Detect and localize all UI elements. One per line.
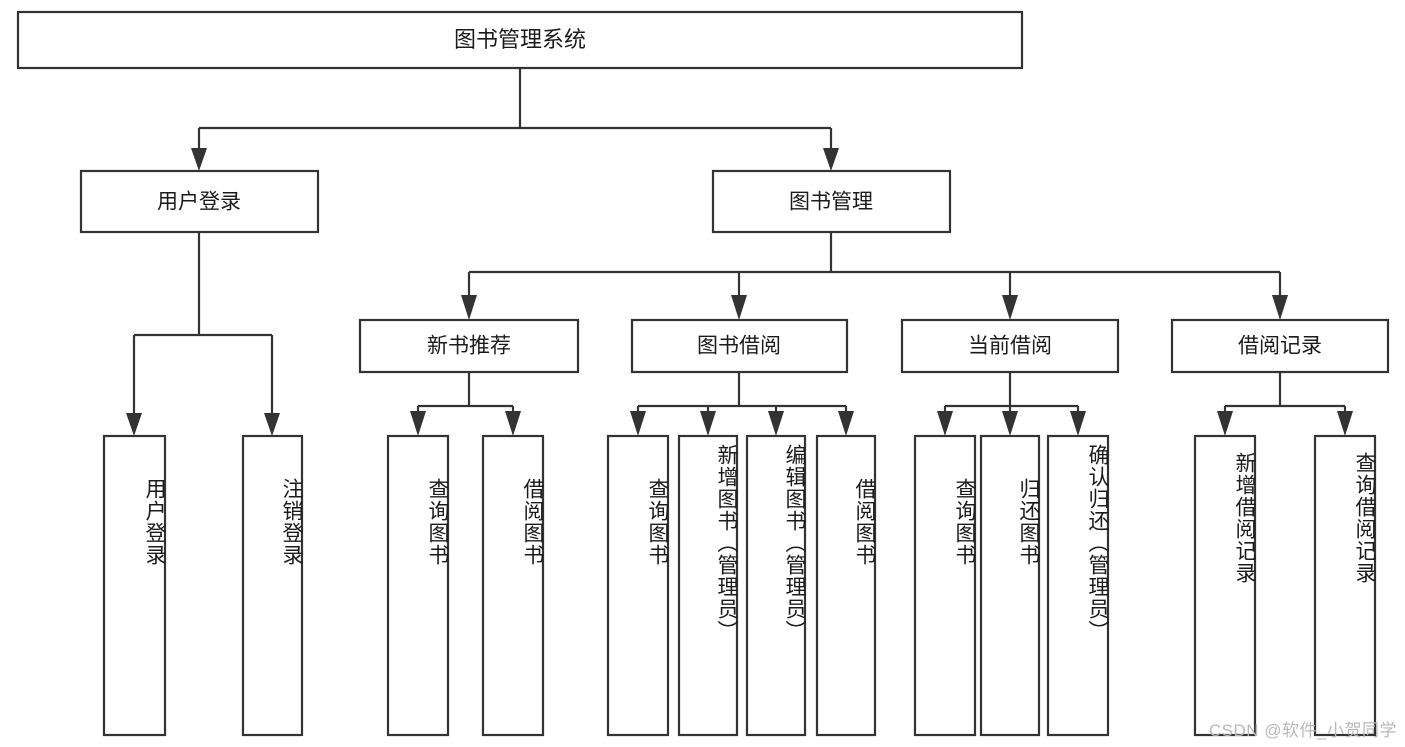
arrow-head-current-borrow — [1002, 295, 1018, 320]
node-book-manage-label: 图书管理 — [789, 191, 873, 214]
arrow-head-leaf-logout — [264, 413, 280, 436]
arrow-head-user-login — [191, 148, 207, 171]
connector-current-borrow-to-leaves — [937, 372, 1086, 436]
node-book-borrow-box[interactable] — [630, 318, 849, 374]
connector-user-login-to-leaves — [126, 232, 280, 436]
node-new-book-recommend-box[interactable] — [358, 318, 580, 374]
node-book-manage-box[interactable] — [711, 169, 952, 234]
arrow-head-nbr-leaf-1 — [410, 411, 426, 436]
leaf-box-book-borrow-1[interactable] — [677, 434, 739, 737]
leaf-box-borrow-record-1[interactable] — [1313, 434, 1377, 737]
arrow-head-cb-leaf-3 — [1070, 411, 1086, 436]
watermark-text: CSDN @软件_小贺同学 — [1208, 721, 1397, 740]
leaf-box-borrow-record-0[interactable] — [1193, 434, 1257, 737]
node-book-borrow[interactable]: 图书借阅 — [630, 318, 849, 374]
node-current-borrow-box[interactable] — [900, 318, 1120, 374]
leaf-box-current-borrow-1[interactable] — [979, 434, 1041, 737]
leaf-box-user-login-0[interactable] — [102, 434, 167, 737]
connector-book-manage-to-level2 — [461, 232, 1288, 320]
arrow-head-br-leaf-1 — [1217, 411, 1233, 436]
node-borrow-record-box[interactable] — [1170, 318, 1390, 374]
arrow-head-nbr-leaf-2 — [505, 411, 521, 436]
node-root-box[interactable] — [16, 10, 1024, 70]
arrow-head-cb-leaf-2 — [1002, 411, 1018, 436]
arrow-head-leaf-user-login — [126, 413, 142, 436]
arrow-head-book-borrow — [731, 295, 747, 320]
leaf-box-current-borrow-2[interactable] — [1046, 434, 1110, 737]
connector-root-to-level1 — [191, 68, 839, 171]
node-book-manage[interactable]: 图书管理 — [711, 169, 952, 234]
node-borrow-record-label: 借阅记录 — [1238, 335, 1322, 358]
leaf-box-new-book-recommend-0[interactable] — [386, 434, 450, 737]
leaf-box-book-borrow-2[interactable] — [745, 434, 807, 737]
node-borrow-record[interactable]: 借阅记录 — [1170, 318, 1390, 374]
arrow-head-book-manage — [823, 148, 839, 171]
connector-book-borrow-to-leaves — [630, 372, 854, 436]
node-user-login-label: 用户登录 — [157, 191, 241, 214]
connector-borrow-record-to-leaves — [1217, 372, 1353, 436]
node-new-book-recommend[interactable]: 新书推荐 — [358, 318, 580, 374]
node-root-label: 图书管理系统 — [454, 27, 586, 52]
node-user-login[interactable]: 用户登录 — [79, 169, 320, 234]
leaf-box-user-login-1[interactable] — [241, 434, 304, 737]
node-root[interactable]: 图书管理系统 — [16, 10, 1024, 70]
arrow-head-br-leaf-2 — [1337, 411, 1353, 436]
connector-new-book-recommend-to-leaves — [410, 372, 521, 436]
arrow-head-bb-leaf-2 — [700, 411, 716, 436]
leaf-box-book-borrow-0[interactable] — [606, 434, 670, 737]
arrow-head-bb-leaf-4 — [838, 411, 854, 436]
arrow-head-new-book-recommend — [461, 295, 477, 320]
arrow-head-borrow-record — [1272, 295, 1288, 320]
arrow-head-bb-leaf-1 — [630, 411, 646, 436]
leaf-box-new-book-recommend-1[interactable] — [481, 434, 545, 737]
node-current-borrow[interactable]: 当前借阅 — [900, 318, 1120, 374]
arrow-head-bb-leaf-3 — [768, 411, 784, 436]
node-current-borrow-label: 当前借阅 — [968, 335, 1052, 358]
leaf-box-book-borrow-3[interactable] — [815, 434, 877, 737]
node-new-book-recommend-label: 新书推荐 — [427, 335, 511, 358]
arrow-head-cb-leaf-1 — [937, 411, 953, 436]
node-book-borrow-label: 图书借阅 — [697, 335, 781, 358]
leaf-box-current-borrow-0[interactable] — [913, 434, 977, 737]
